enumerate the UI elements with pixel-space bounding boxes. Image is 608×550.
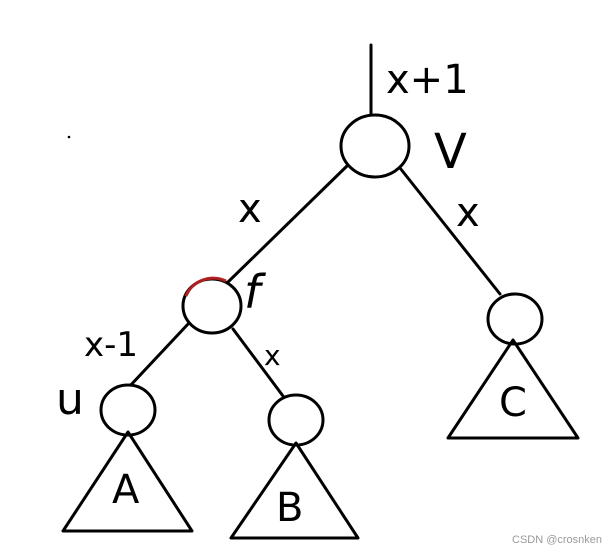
node-f-highlight [184, 276, 227, 297]
edge-v-to-right [398, 166, 502, 296]
subtree-a-triangle [61, 430, 194, 533]
node-b-root [267, 393, 325, 447]
subtree-label-a: A [112, 467, 140, 513]
edge-v-to-f [225, 163, 350, 285]
edge-label-v-f: x [238, 186, 262, 232]
node-label-u: u [56, 374, 84, 425]
node-u [99, 383, 157, 437]
subtree-label-b: B [276, 485, 303, 531]
edge-f-to-u [126, 321, 191, 390]
node-label-v: V [434, 124, 467, 180]
edge-label-top: x+1 [386, 57, 469, 103]
node-label-f: f [244, 265, 266, 319]
edge-label-v-right: x [456, 190, 480, 236]
subtree-label-c: C [499, 380, 527, 426]
edge-label-f-b-root: x [264, 339, 281, 372]
node-right [486, 292, 544, 346]
edge-label-f-u: x-1 [84, 325, 138, 365]
stray-dot [67, 135, 71, 139]
node-v [339, 113, 411, 179]
subtree-c-triangle [446, 338, 580, 440]
watermark: CSDN @crosnken [512, 534, 602, 546]
subtree-b-triangle [229, 441, 360, 540]
edge-f-to-b-root [231, 327, 285, 398]
